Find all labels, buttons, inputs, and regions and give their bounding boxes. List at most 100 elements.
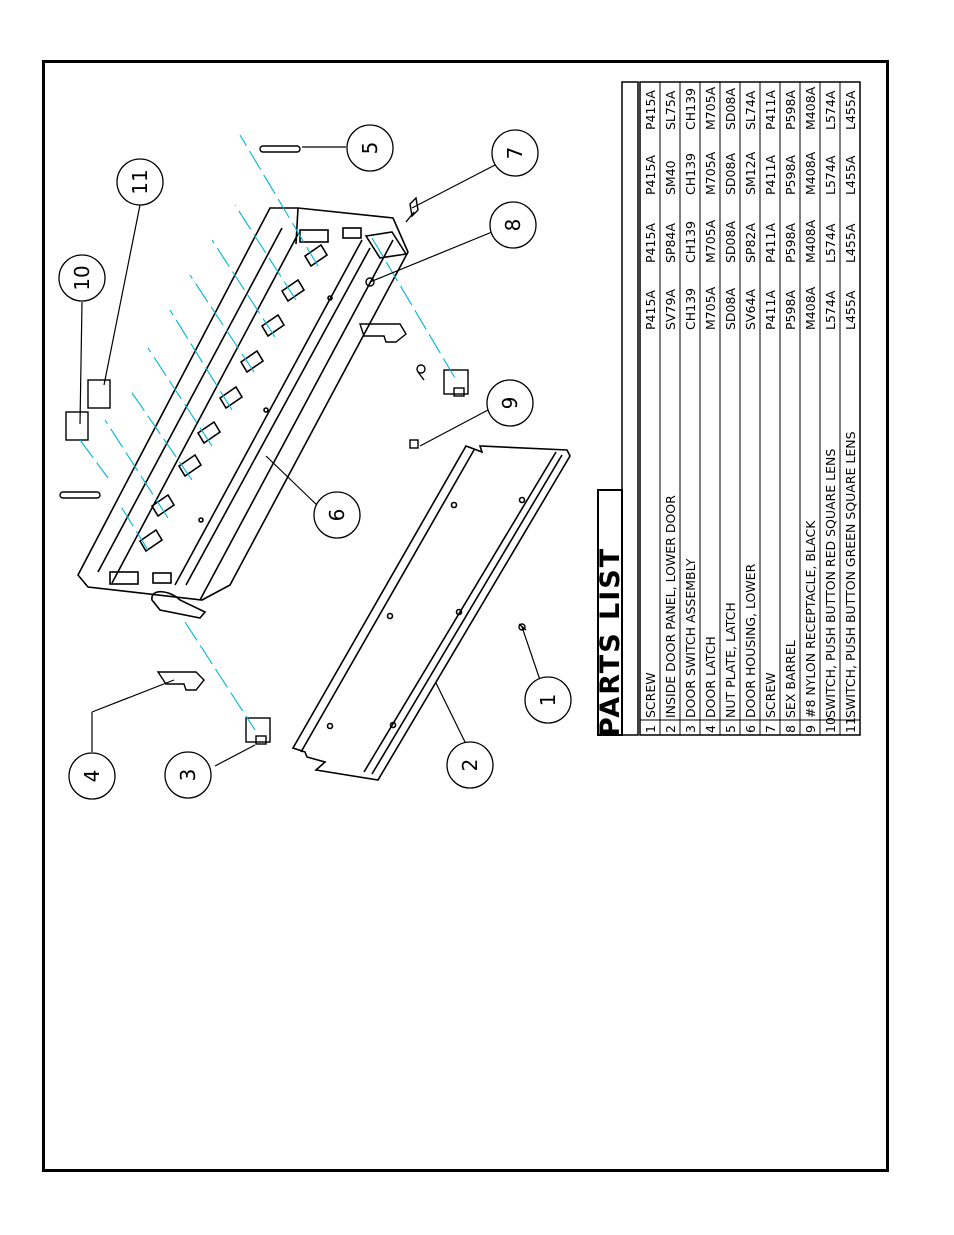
small-parts [59, 145, 527, 745]
table-cell-description: INSIDE DOOR PANEL, LOWER DOOR [663, 495, 678, 718]
parts-list-title: PARTS LIST [595, 547, 626, 737]
table-cell-part-number: P411A [763, 223, 778, 263]
nut-plate-right [259, 145, 301, 153]
screw-item-1 [518, 623, 526, 631]
red-push-button-switch [65, 411, 89, 441]
screw-right [416, 364, 426, 374]
table-cell-item-number: 8 [783, 725, 798, 733]
table-cell-part-number: M705A [703, 151, 718, 195]
table-cell-part-number: CH139 [683, 221, 698, 263]
leader-lines [79, 146, 541, 767]
table-cell-description: SWITCH, PUSH BUTTON GREEN SQUARE LENS [843, 431, 858, 718]
balloon-circle [58, 254, 106, 302]
table-cell-part-number: P411A [763, 290, 778, 330]
table-cell-part-number: M705A [703, 86, 718, 130]
table-cell-part-number: CH139 [683, 153, 698, 195]
table-cell-part-number: P415A [643, 90, 658, 130]
drawing-border [42, 60, 889, 1172]
table-cell-item-number: 7 [763, 725, 778, 733]
table-cell-part-number: SM40 [663, 160, 678, 195]
table-cell-description: SCREW [763, 672, 778, 718]
table-cell-part-number: L574A [823, 290, 838, 330]
table-cell-item-number: 4 [703, 725, 718, 733]
balloon-circle [346, 124, 394, 172]
door-switch-left [245, 717, 271, 743]
table-cell-part-number: SL74A [743, 90, 758, 130]
table-cell-part-number: SL75A [663, 90, 678, 130]
table-cell-item-number: 1 [643, 725, 658, 733]
table-cell-part-number: L574A [823, 155, 838, 195]
table-cell-part-number: SP82A [743, 223, 758, 263]
table-cell-description: SWITCH, PUSH BUTTON RED SQUARE LENS [823, 449, 838, 718]
table-cell-part-number: SV64A [743, 289, 758, 330]
table-cell-part-number: M408A [803, 86, 818, 130]
table-cell-item-number: 10 [823, 717, 838, 733]
parts-list-grid [640, 82, 860, 735]
door-housing-lower [77, 207, 409, 619]
balloon-circle [116, 158, 164, 206]
table-cell-part-number: M408A [803, 151, 818, 195]
table-cell-part-number: L574A [823, 90, 838, 130]
table-cell-part-number: SP84A [663, 223, 678, 263]
table-cell-description: NUT PLATE, LATCH [723, 602, 738, 718]
table-cell-item-number: 5 [723, 725, 738, 733]
balloon-label: 3 [176, 769, 200, 782]
table-cell-description: DOOR LATCH [703, 636, 718, 718]
table-cell-item-number: 11 [843, 717, 858, 733]
table-cell-part-number: M408A [803, 219, 818, 263]
screw-item-7 [409, 196, 419, 218]
table-cell-part-number: M705A [703, 219, 718, 263]
table-cell-part-number: P598A [783, 290, 798, 330]
table-cell-part-number: SD08A [723, 288, 738, 330]
balloon-circle [164, 751, 212, 799]
balloon-circle [524, 676, 572, 724]
balloon-circle [313, 491, 361, 539]
door-latch-right [359, 323, 407, 343]
table-cell-part-number: P411A [763, 90, 778, 130]
table-cell-part-number: SD08A [723, 221, 738, 263]
balloon-circle [489, 201, 537, 249]
inside-door-panel [291, 445, 571, 781]
balloon-label: 9 [498, 397, 522, 410]
table-cell-part-number: CH139 [683, 88, 698, 130]
table-cell-part-number: L455A [843, 90, 858, 130]
table-cell-description: SEX BARREL [783, 640, 798, 718]
balloon-label: 10 [70, 265, 94, 290]
table-cell-part-number: P598A [783, 155, 798, 195]
table-cell-item-number: 9 [803, 725, 818, 733]
table-cell-part-number: M408A [803, 286, 818, 330]
balloon-label: 6 [325, 509, 349, 522]
table-cell-item-number: 6 [743, 725, 758, 733]
table-cell-part-number: P598A [783, 223, 798, 263]
table-cell-item-number: 2 [663, 725, 678, 733]
green-push-button-switch [87, 379, 111, 409]
balloon-circle [68, 752, 116, 800]
balloon-circle [491, 129, 539, 177]
table-cell-part-number: SD08A [723, 153, 738, 195]
table-cell-item-number: 3 [683, 725, 698, 733]
table-cell-description: DOOR SWITCH ASSEMBLY [683, 558, 698, 718]
balloon-label: 4 [80, 770, 104, 783]
balloon-label: 5 [358, 142, 382, 155]
table-cell-description: SCREW [643, 672, 658, 718]
assembly-centerlines [79, 134, 456, 731]
parts-list-table [597, 81, 861, 736]
table-cell-description: #8 NYLON RECEPTACLE, BLACK [803, 520, 818, 718]
table-cell-part-number: L455A [843, 290, 858, 330]
table-cell-part-number: P598A [783, 90, 798, 130]
table-cell-part-number: P415A [643, 155, 658, 195]
table-cell-part-number: M705A [703, 286, 718, 330]
table-cell-part-number: P415A [643, 290, 658, 330]
balloon-label: 1 [536, 694, 560, 707]
balloon-label: 11 [128, 169, 152, 194]
balloon-circle [486, 379, 534, 427]
balloon-label: 2 [458, 759, 482, 772]
table-cell-part-number: SM12A [743, 151, 758, 195]
table-cell-part-number: SV79A [663, 289, 678, 330]
door-switch-right [443, 369, 469, 395]
table-cell-description: DOOR HOUSING, LOWER [743, 563, 758, 718]
table-cell-part-number: L455A [843, 223, 858, 263]
